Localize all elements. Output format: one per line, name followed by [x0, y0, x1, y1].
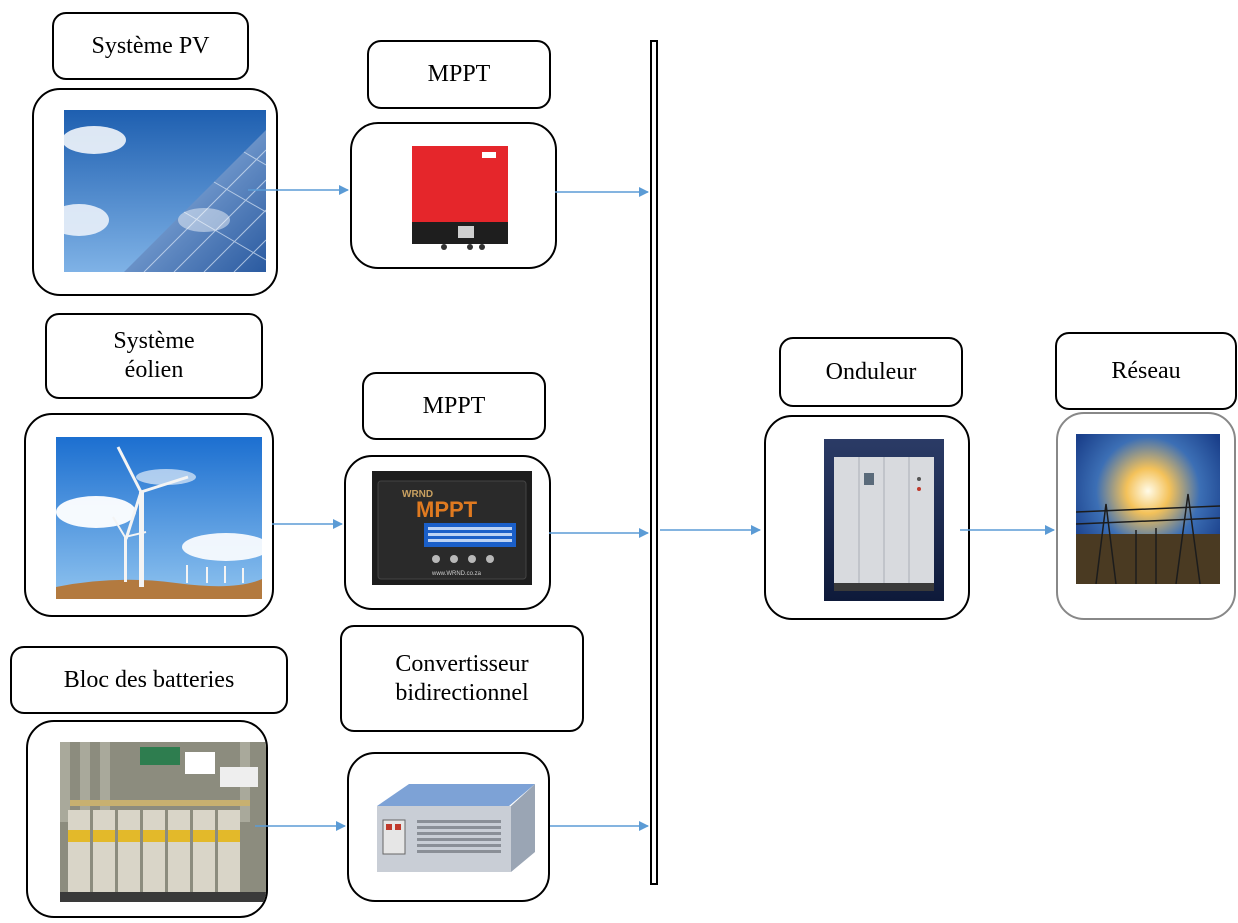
label-grid: Réseau: [1055, 332, 1237, 410]
mppt-pv-frame: [350, 122, 557, 269]
mppt-model-text: MPPT: [416, 497, 478, 522]
solar-panels-image: [64, 110, 266, 272]
battery-frame: [26, 720, 268, 918]
label-inverter: Onduleur: [779, 337, 963, 407]
inverter-frame: [764, 415, 970, 620]
mppt-wind-frame: WRND MPPT www.WRND.co.za: [344, 455, 551, 610]
label-battery-bank: Bloc des batteries: [10, 646, 288, 714]
bidirectional-frame: [347, 752, 550, 902]
mppt-inverter-image: [410, 144, 510, 252]
dc-bus-bar: [650, 40, 658, 885]
label-mppt-wind: MPPT: [362, 372, 546, 440]
inverter-cabinet-image: [824, 439, 944, 601]
battery-bank-image: [60, 742, 266, 902]
label-mppt-pv: MPPT: [367, 40, 551, 109]
rack-converter-image: [369, 780, 539, 876]
label-bidirectional-converter: Convertisseur bidirectionnel: [340, 625, 584, 732]
mppt-brand-text: WRND: [402, 489, 433, 500]
power-substation-image: [1076, 434, 1220, 584]
mppt-url-text: www.WRND.co.za: [431, 571, 482, 577]
grid-frame: [1056, 412, 1236, 620]
wind-frame: [24, 413, 274, 617]
mppt-controller-image: WRND MPPT www.WRND.co.za: [372, 471, 532, 585]
label-pv-system: Système PV: [52, 12, 249, 80]
pv-frame: [32, 88, 278, 296]
label-wind-system: Système éolien: [45, 313, 263, 399]
wind-turbines-image: [56, 437, 262, 599]
